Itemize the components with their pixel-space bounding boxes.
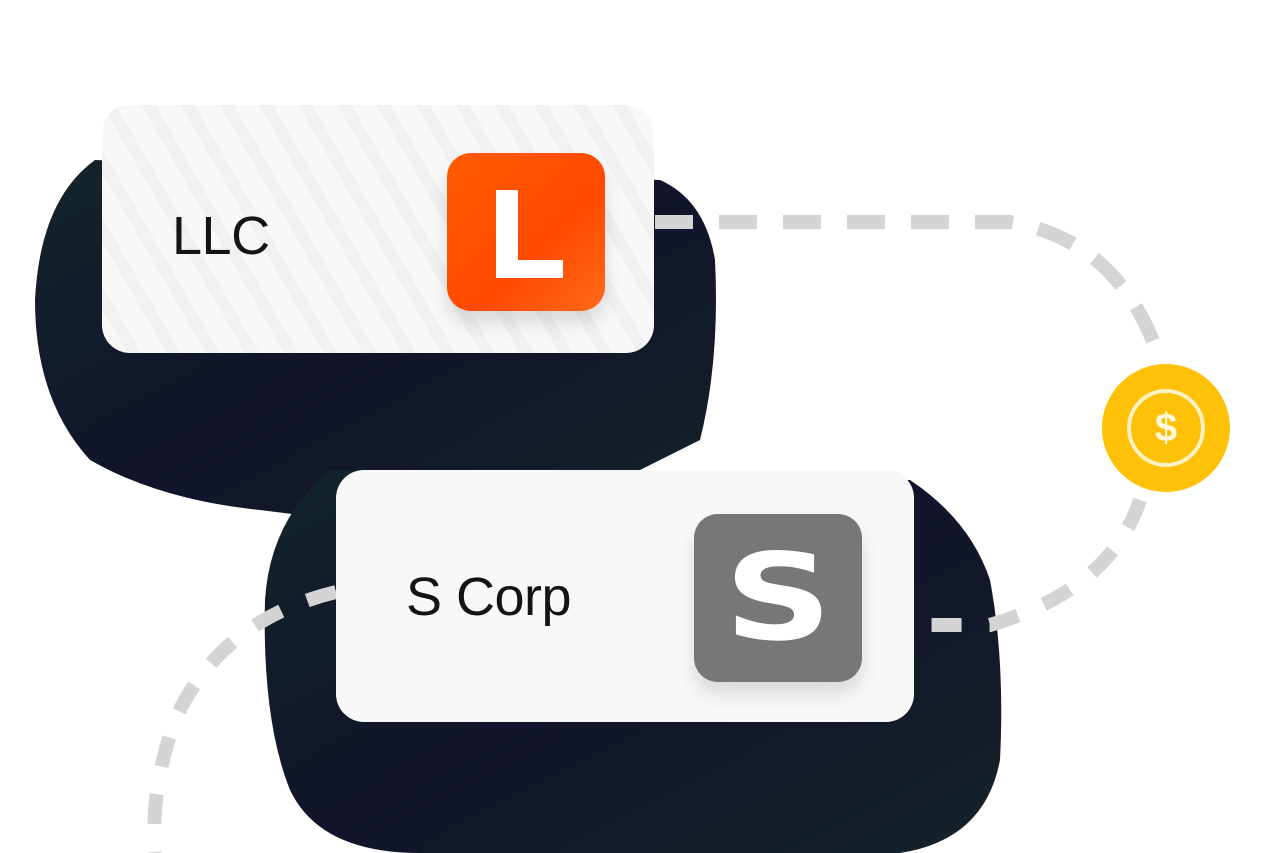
llc-label: LLC bbox=[172, 206, 270, 266]
coin-ring: $ bbox=[1127, 389, 1205, 467]
llc-badge-icon bbox=[447, 153, 605, 311]
letter-s-icon: S bbox=[723, 528, 833, 668]
scorp-label: S Corp bbox=[406, 567, 572, 627]
scorp-card[interactable]: S Corp S bbox=[336, 470, 914, 722]
scorp-badge-icon: S bbox=[694, 514, 862, 682]
connector-scorp-left bbox=[147, 585, 338, 853]
llc-card[interactable]: LLC bbox=[102, 105, 654, 353]
dollar-coin-icon: $ bbox=[1102, 364, 1230, 492]
dollar-symbol: $ bbox=[1154, 405, 1178, 450]
connector-coin-to-scorp bbox=[915, 497, 1147, 632]
connector-llc-to-coin bbox=[655, 215, 1167, 363]
letter-l-icon bbox=[496, 190, 563, 278]
